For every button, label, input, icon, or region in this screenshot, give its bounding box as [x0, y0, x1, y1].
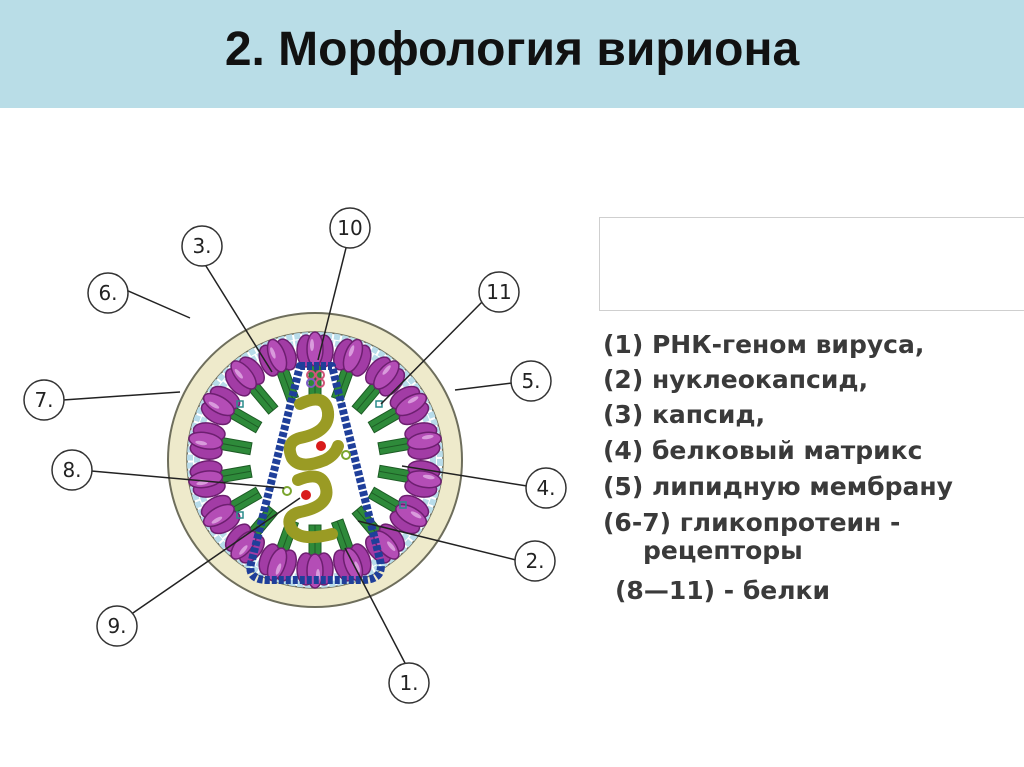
legend-item-2: (2) нуклеокапсид, [603, 365, 869, 394]
svg-text:6.: 6. [98, 281, 117, 305]
label-3: 3. [181, 225, 223, 267]
diagram-labels: 3. 10 6. 11 7. 5. 8. 4. [23, 207, 567, 704]
svg-text:8.: 8. [62, 458, 81, 482]
title-bar: 2. Морфология вириона [0, 0, 1024, 108]
label-10: 10 [329, 207, 371, 249]
page-title: 2. Морфология вириона [224, 23, 800, 76]
label-4: 4. [525, 467, 567, 509]
legend-item-6-7-cont: рецепторы [643, 536, 803, 565]
legend-item-5: (5) липидную мембрану [603, 472, 953, 501]
legend-item-8-11: (8—11) - белки [615, 576, 831, 605]
label-2: 2. [514, 540, 556, 582]
svg-text:5.: 5. [521, 369, 540, 393]
rna-genome [283, 393, 344, 544]
label-6: 6. [87, 272, 129, 314]
internal-proteins [236, 370, 407, 519]
capsid [246, 362, 385, 584]
legend-item-3: (3) капсид, [603, 400, 766, 429]
label-11: 11 [478, 271, 520, 313]
label-9: 9. [96, 605, 138, 647]
label-5: 5. [510, 360, 552, 402]
svg-text:1.: 1. [399, 671, 418, 695]
leader-lines [62, 239, 528, 666]
label-7: 7. [23, 379, 65, 421]
label-1: 1. [388, 662, 430, 704]
svg-text:3.: 3. [192, 234, 211, 258]
svg-text:4.: 4. [536, 476, 555, 500]
svg-text:2.: 2. [525, 549, 544, 573]
svg-text:11: 11 [486, 280, 511, 304]
svg-text:9.: 9. [107, 614, 126, 638]
svg-text:7.: 7. [34, 388, 53, 412]
label-8: 8. [51, 449, 93, 491]
svg-text:10: 10 [337, 216, 362, 240]
legend-item-6-7: (6-7) гликопротеин - [603, 508, 901, 537]
legend-blank-box [599, 217, 1024, 311]
legend-item-1: (1) РНК-геном вируса, [603, 330, 925, 359]
legend-item-4: (4) белковый матрикс [603, 436, 923, 465]
